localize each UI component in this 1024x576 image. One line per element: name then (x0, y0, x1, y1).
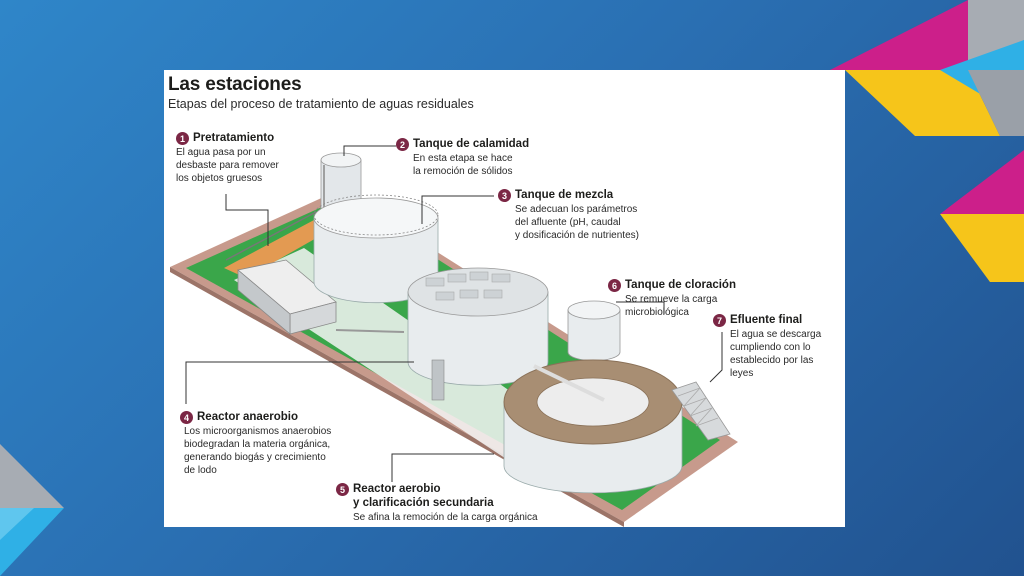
deco-triangle-blue-left (0, 508, 64, 576)
step-6-description: Se remueve la carga microbiológica (608, 293, 736, 319)
tank-4-column (431, 359, 445, 401)
step-1-name: Pretratamiento (193, 132, 275, 144)
step-1-line-1: El agua pasa por un (176, 147, 266, 158)
deco-triangle-magenta-top (830, 0, 968, 70)
infographic-card: Las estaciones Etapas del proceso de tra… (164, 70, 845, 527)
building-pipe (335, 329, 405, 333)
step-2-line-1: En esta etapa se hace (413, 153, 513, 164)
step-5-description: Se afina la remoción de la carga orgánic… (336, 511, 538, 524)
effluent-steps (677, 387, 719, 427)
deco-triangle-lightblue-left (0, 508, 34, 540)
step-1-line-3: los objetos gruesos (176, 173, 263, 184)
effluent-channel (671, 381, 731, 441)
step-4-line-1: Los microorganismos anaerobios (184, 426, 332, 437)
leader-6 (616, 301, 665, 314)
step-2-line-2: la remoción de sólidos (413, 166, 513, 177)
deco-triangle-yellow-top (845, 70, 1000, 136)
leader-lines (185, 145, 723, 482)
step-3-line-3: y dosificación de nutrientes) (515, 230, 639, 241)
leader-1 (225, 194, 269, 246)
step-5-number: 5 (336, 483, 349, 496)
infographic-title: Las estaciones (168, 74, 302, 95)
leader-2 (343, 145, 396, 156)
step-4-description: Los microorganismos anaerobios biodegrad… (180, 425, 331, 477)
step-3-number: 3 (498, 189, 511, 202)
step-4-number: 4 (180, 411, 193, 424)
leader-7 (709, 332, 723, 383)
step-1: 1 Pretratamiento El agua pasa por un des… (176, 131, 279, 185)
tank-3-rim (313, 194, 439, 236)
step-6-number: 6 (608, 279, 621, 292)
step-4: 4 Reactor anaerobio Los microorganismos … (180, 410, 331, 477)
step-6-name: Tanque de cloración (625, 279, 736, 291)
tank-5-inner (536, 377, 650, 427)
step-1-number: 1 (176, 132, 189, 145)
step-6: 6 Tanque de cloración Se remueve la carg… (608, 278, 736, 319)
step-7-name: Efluente final (730, 314, 803, 326)
tank-5-bridge (533, 364, 605, 402)
pretreatment-channel (224, 220, 334, 278)
step-5-name-line-2: y clarificación secundaria (353, 497, 494, 509)
step-7-line-3: establecido por las (730, 355, 814, 366)
step-7-line-1: El agua se descarga (730, 329, 822, 340)
tank-4-panels (425, 271, 511, 301)
deco-triangle-yellow-mid (940, 214, 1024, 282)
step-7-line-2: cumpliendo con lo (730, 342, 811, 353)
treatment-plant-illustration (170, 145, 738, 527)
step-7-description: El agua se descarga cumpliendo con lo es… (713, 328, 821, 380)
deco-triangle-gray-mid (968, 70, 1024, 136)
step-5: 5 Reactor aerobio y clarificación secund… (336, 482, 538, 524)
step-4-line-3: generando biogás y crecimiento (184, 452, 326, 463)
infographic-subtitle: Etapas del proceso de tratamiento de agu… (168, 97, 474, 111)
deco-triangle-gray-top (968, 0, 1024, 70)
step-4-name: Reactor anaerobio (197, 411, 298, 423)
step-2-name: Tanque de calamidad (413, 138, 530, 150)
leader-3 (421, 195, 494, 224)
step-3-name: Tanque de mezcla (515, 189, 614, 201)
deco-triangle-gray-left (0, 444, 64, 508)
tank-2-top (320, 152, 362, 168)
step-2-number: 2 (396, 138, 409, 151)
leader-5 (391, 453, 494, 482)
step-5-line-1: Se afina la remoción de la carga orgánic… (353, 512, 538, 523)
step-4-line-4: de lodo (184, 465, 217, 476)
tank-3-top (313, 197, 439, 239)
step-7: 7 Efluente final El agua se descarga cum… (713, 313, 821, 380)
step-3-line-2: del afluente (pH, caudal (515, 217, 621, 228)
step-3-line-1: Se adecuan los parámetros (515, 204, 638, 215)
step-2: 2 Tanque de calamidad En esta etapa se h… (396, 137, 529, 178)
tank-6-top (567, 300, 621, 320)
step-6-line-2: microbiológica (625, 307, 689, 318)
step-7-number: 7 (713, 314, 726, 327)
step-1-description: El agua pasa por un desbaste para remove… (176, 146, 279, 185)
building-side (237, 269, 291, 335)
step-5-name: Reactor aerobio (353, 483, 441, 495)
step-3-description: Se adecuan los parámetros del afluente (… (498, 203, 639, 242)
step-2-description: En esta etapa se hace la remoción de sól… (396, 152, 529, 178)
leader-4 (185, 361, 414, 404)
pretreatment-rail (225, 211, 317, 261)
step-3: 3 Tanque de mezcla Se adecuan los paráme… (498, 188, 639, 242)
step-7-line-4: leyes (730, 368, 754, 379)
deco-triangle-magenta-mid (940, 150, 1024, 214)
step-1-line-2: desbaste para remover (176, 160, 279, 171)
step-6-line-1: Se remueve la carga (625, 294, 718, 305)
step-4-line-2: biodegradan la materia orgánica, (184, 439, 331, 450)
